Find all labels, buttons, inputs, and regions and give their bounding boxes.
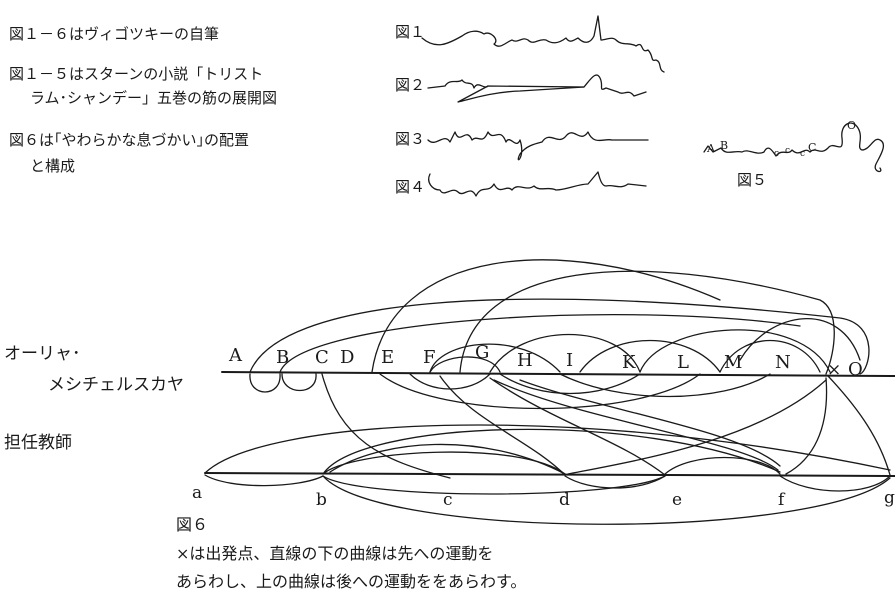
arc-e-f: [664, 456, 781, 475]
point-label: I: [566, 350, 574, 371]
point-label: F: [423, 347, 436, 368]
arc-b-g-below: [322, 475, 891, 525]
loop-bc: [281, 373, 317, 391]
point-label: N: [775, 352, 791, 373]
arc-h-k: [489, 334, 641, 373]
point-label: a: [192, 483, 203, 503]
link-c-d: [321, 373, 451, 479]
arc-e-m: [371, 259, 721, 373]
point-label: e: [672, 490, 683, 510]
note-line: と構成: [30, 157, 76, 175]
point-label: c: [443, 490, 453, 510]
point-label: K: [622, 352, 636, 373]
arc-d-b-upper: [329, 443, 566, 475]
fig5-letter: B: [720, 139, 729, 152]
link-f-d: [439, 375, 566, 476]
loop-ab: [249, 373, 281, 393]
fig3-sketch: [427, 131, 649, 161]
lower-baseline: [204, 472, 895, 477]
upper-baseline: [221, 371, 895, 377]
link-h-e: [489, 377, 666, 476]
fig5-letter: A: [707, 142, 715, 155]
point-label: C: [315, 347, 329, 368]
fig5-letter: c: [800, 149, 806, 159]
point-label: E: [381, 347, 395, 368]
arc-m-right: [739, 318, 861, 361]
legend-line: ×は出発点、直線の下の曲線は先への運動を: [176, 544, 494, 563]
note-line: 図１－６はヴィゴツキーの自筆: [9, 25, 220, 43]
link-o-f: [785, 377, 828, 475]
link-i-f: [519, 379, 781, 467]
link-o-d: [567, 379, 827, 475]
note-line: 図１－５はスターンの小説「トリスト: [9, 65, 264, 83]
arc-i-n-below: [559, 373, 771, 398]
fig4-sketch: [428, 171, 647, 197]
arc-f-h-below: [409, 373, 491, 390]
fig5-sketch: [703, 122, 884, 173]
point-label: f: [778, 490, 785, 510]
arc-f-g-below: [779, 475, 891, 492]
arc-f-h: [429, 356, 501, 373]
point-label: G: [475, 342, 490, 363]
point-label: H: [517, 350, 533, 371]
fig3-label: 図３: [395, 130, 426, 148]
note-line: ラム･シャンデー」五巻の筋の展開図: [30, 89, 278, 107]
arc-b-d: [322, 451, 566, 475]
arc-k-o: [639, 329, 831, 373]
arc-b-e-below: [322, 475, 666, 495]
fig5-letter: c: [785, 146, 791, 156]
arc-a-o: [249, 298, 870, 375]
note-line: 図６は｢やわらかな息づかい｣の配置: [9, 131, 250, 149]
fig5-letter: O: [847, 119, 857, 132]
point-label: D: [340, 347, 355, 368]
arc-m-o: [719, 340, 821, 373]
row2-label: 担任教師: [4, 433, 72, 453]
arc-e-l-below: [379, 373, 701, 410]
fig5-label: 図５: [737, 171, 768, 189]
arc-b-f: [322, 428, 781, 475]
row1-label-line2: メシチェルスカヤ: [48, 375, 184, 395]
fig5-letter: c: [774, 149, 780, 159]
point-label: A: [229, 345, 242, 366]
arc-h-k-below: [499, 373, 641, 395]
arc-a-b-below: [204, 474, 324, 487]
point-label: B: [276, 347, 290, 368]
fig1-label: 図１: [395, 23, 426, 41]
fig2-label: 図２: [395, 76, 426, 94]
arc-b-n: [279, 313, 801, 373]
arc-f-i: [429, 343, 561, 373]
legend-line: あらわし、上の曲線は後への運動ををあらわす。: [176, 572, 527, 591]
arc-d-e-below: [564, 475, 666, 489]
point-label: b: [316, 490, 327, 510]
fig5-letter: C: [808, 141, 817, 154]
arc-g-o: [459, 270, 835, 375]
point-label: L: [677, 352, 689, 373]
start-mark: ×: [827, 360, 842, 380]
arc-a-g: [204, 424, 891, 474]
fig2-spike: [457, 85, 585, 103]
fig1-sketch: [421, 15, 665, 73]
link-o-g: [827, 375, 891, 476]
point-label: g: [884, 488, 895, 508]
point-label: O: [848, 359, 863, 380]
fig6-caption: 図６: [176, 515, 209, 534]
row1-label-line1: オーリャ･: [4, 344, 81, 364]
link-h-f: [493, 379, 779, 471]
point-label: d: [559, 490, 570, 510]
arc-i-m: [579, 339, 721, 373]
fig4-label: 図４: [395, 178, 426, 196]
point-label: M: [724, 352, 743, 373]
